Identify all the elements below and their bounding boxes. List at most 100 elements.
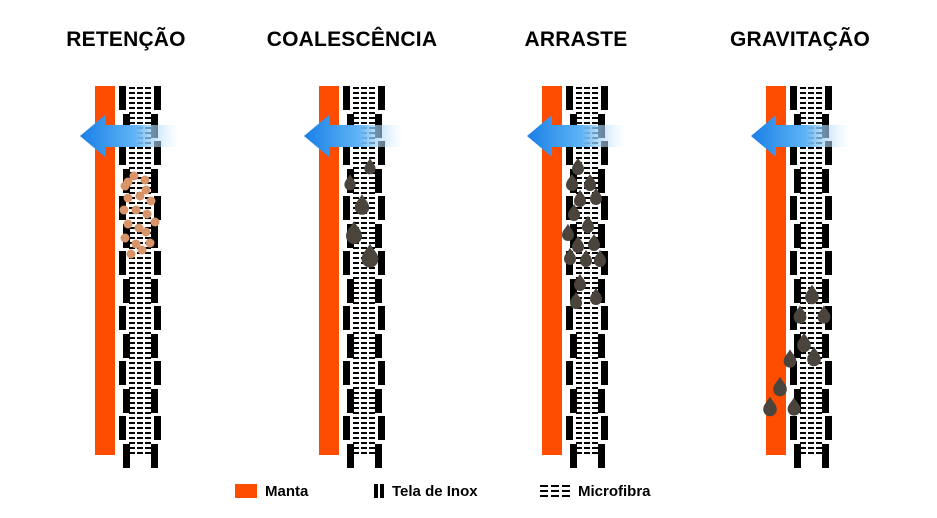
microfibra-dash bbox=[584, 232, 590, 234]
microfibra-dash bbox=[816, 152, 822, 154]
microfibra-dash bbox=[369, 452, 375, 454]
tela-bar bbox=[601, 86, 608, 110]
droplet-icon bbox=[763, 396, 777, 417]
microfibra-dash bbox=[145, 307, 151, 309]
microfibra-dash bbox=[592, 382, 598, 384]
panel-title-arraste: ARRASTE bbox=[524, 28, 628, 51]
microfibra-dash bbox=[361, 352, 367, 354]
tela-bar bbox=[347, 444, 354, 468]
tela-bar bbox=[566, 141, 573, 165]
microfibra-dash bbox=[369, 97, 375, 99]
microfibra-dash bbox=[137, 172, 143, 174]
microfibra-dash bbox=[816, 372, 822, 374]
tela-bar bbox=[151, 169, 158, 193]
microfibra-dash bbox=[129, 202, 135, 204]
microfibra-dash bbox=[353, 392, 359, 394]
droplet-icon bbox=[562, 223, 574, 241]
microfibra-dash bbox=[137, 332, 143, 334]
microfibra-dash bbox=[369, 292, 375, 294]
microfibra-dash bbox=[816, 262, 822, 264]
microfibra-dash bbox=[816, 117, 822, 119]
microfibra-dash bbox=[137, 452, 143, 454]
microfibra-dash bbox=[808, 237, 814, 239]
microfibra-dash bbox=[353, 277, 359, 279]
microfibra-dash bbox=[145, 317, 151, 319]
microfibra-dash bbox=[361, 377, 367, 379]
microfibra-dash bbox=[576, 222, 582, 224]
microfibra-dash bbox=[584, 382, 590, 384]
microfibra-dash bbox=[353, 107, 359, 109]
microfibra-dash bbox=[808, 117, 814, 119]
microfibra-dash bbox=[137, 402, 143, 404]
microfibra-dash bbox=[137, 427, 143, 429]
panel-title-coalescencia: COALESCÊNCIA bbox=[266, 28, 438, 51]
microfibra-dash bbox=[592, 417, 598, 419]
microfibra-dash bbox=[592, 272, 598, 274]
microfibra-dash bbox=[129, 232, 135, 234]
microfibra-dash bbox=[800, 182, 806, 184]
microfibra-dash bbox=[808, 157, 814, 159]
droplet-icon bbox=[135, 191, 145, 201]
microfibra-dash bbox=[145, 287, 151, 289]
microfibra-dash bbox=[145, 237, 151, 239]
tela-bar bbox=[375, 224, 382, 248]
microfibra-dash bbox=[369, 367, 375, 369]
microfibra-dash bbox=[369, 117, 375, 119]
microfibra-dash bbox=[353, 347, 359, 349]
microfibra-dash bbox=[137, 367, 143, 369]
microfibra-dash bbox=[584, 317, 590, 319]
microfibra-dash bbox=[816, 192, 822, 194]
microfibra-dash bbox=[361, 227, 367, 229]
flow-arrow-icon bbox=[80, 115, 180, 157]
tela-bar bbox=[154, 306, 161, 330]
microfibra-dash bbox=[816, 452, 822, 454]
microfibra-dash bbox=[369, 147, 375, 149]
microfibra-dash bbox=[353, 322, 359, 324]
droplet-icon bbox=[564, 247, 576, 265]
microfibra-dash bbox=[584, 102, 590, 104]
microfibra-dash bbox=[800, 262, 806, 264]
microfibra-dash bbox=[576, 417, 582, 419]
microfibra-dash bbox=[800, 147, 806, 149]
microfibra-dash bbox=[584, 157, 590, 159]
microfibra-dash bbox=[576, 357, 582, 359]
tela-bar bbox=[119, 86, 126, 110]
droplet-icon bbox=[344, 174, 356, 191]
tela-bar bbox=[343, 416, 350, 440]
droplet-icon bbox=[594, 249, 606, 267]
microfibra-dash bbox=[145, 252, 151, 254]
microfibra-dash bbox=[129, 287, 135, 289]
microfibra-dash bbox=[137, 102, 143, 104]
droplet-icon bbox=[126, 249, 136, 259]
microfibra-dash bbox=[353, 202, 359, 204]
microfibra-dash bbox=[800, 302, 806, 304]
microfibra-dash bbox=[592, 377, 598, 379]
microfibra-dash bbox=[137, 327, 143, 329]
microfibra-dash bbox=[145, 442, 151, 444]
microfibra-dash bbox=[137, 97, 143, 99]
microfibra-dash bbox=[361, 392, 367, 394]
microfibra-dash bbox=[592, 412, 598, 414]
microfibra-dash bbox=[576, 437, 582, 439]
microfibra-dash bbox=[800, 157, 806, 159]
microfibra-dash bbox=[800, 197, 806, 199]
microfibra-dash bbox=[353, 162, 359, 164]
microfibra-dash bbox=[361, 242, 367, 244]
microfibra-dash bbox=[584, 162, 590, 164]
microfibra-dash bbox=[353, 397, 359, 399]
microfibra-dash bbox=[361, 292, 367, 294]
microfibra-dash bbox=[816, 112, 822, 114]
microfibra-dash bbox=[369, 392, 375, 394]
panel-title-gravitacao: GRAVITAÇÃO bbox=[729, 28, 871, 51]
microfibra-dash bbox=[584, 302, 590, 304]
microfibra-dash bbox=[137, 217, 143, 219]
microfibra-dash bbox=[576, 292, 582, 294]
microfibra-dash bbox=[800, 287, 806, 289]
microfibra-dash bbox=[361, 317, 367, 319]
microfibra-dash bbox=[137, 177, 143, 179]
microfibra-dash bbox=[584, 417, 590, 419]
manta-layer bbox=[95, 86, 115, 455]
microfibra-dash bbox=[584, 87, 590, 89]
microfibra-dash bbox=[800, 397, 806, 399]
microfibra-dash bbox=[353, 92, 359, 94]
